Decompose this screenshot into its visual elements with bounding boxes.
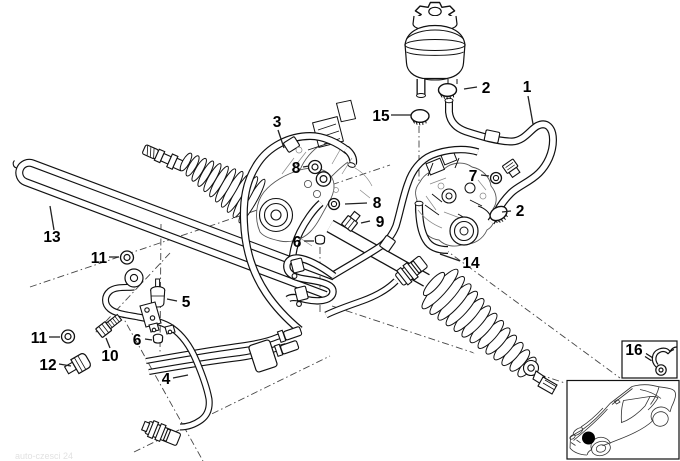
svg-text:15: 15: [372, 108, 390, 125]
svg-text:13: 13: [43, 229, 61, 246]
svg-text:8: 8: [373, 195, 382, 212]
svg-text:1: 1: [523, 79, 532, 96]
svg-text:2: 2: [516, 203, 525, 220]
svg-text:16: 16: [625, 342, 643, 359]
svg-text:11: 11: [31, 330, 48, 347]
svg-text:10: 10: [101, 348, 118, 365]
svg-text:auto-czesci 24: auto-czesci 24: [15, 451, 73, 461]
svg-text:6: 6: [293, 234, 302, 251]
svg-text:2: 2: [482, 80, 491, 97]
svg-text:7: 7: [469, 168, 478, 185]
svg-text:4: 4: [162, 371, 171, 388]
svg-text:8: 8: [292, 160, 301, 177]
svg-text:14: 14: [462, 255, 480, 272]
svg-text:9: 9: [376, 214, 385, 231]
svg-text:11: 11: [91, 250, 108, 267]
svg-text:5: 5: [182, 294, 191, 311]
svg-text:12: 12: [39, 357, 56, 374]
svg-text:3: 3: [273, 114, 282, 131]
svg-text:6: 6: [133, 332, 142, 349]
